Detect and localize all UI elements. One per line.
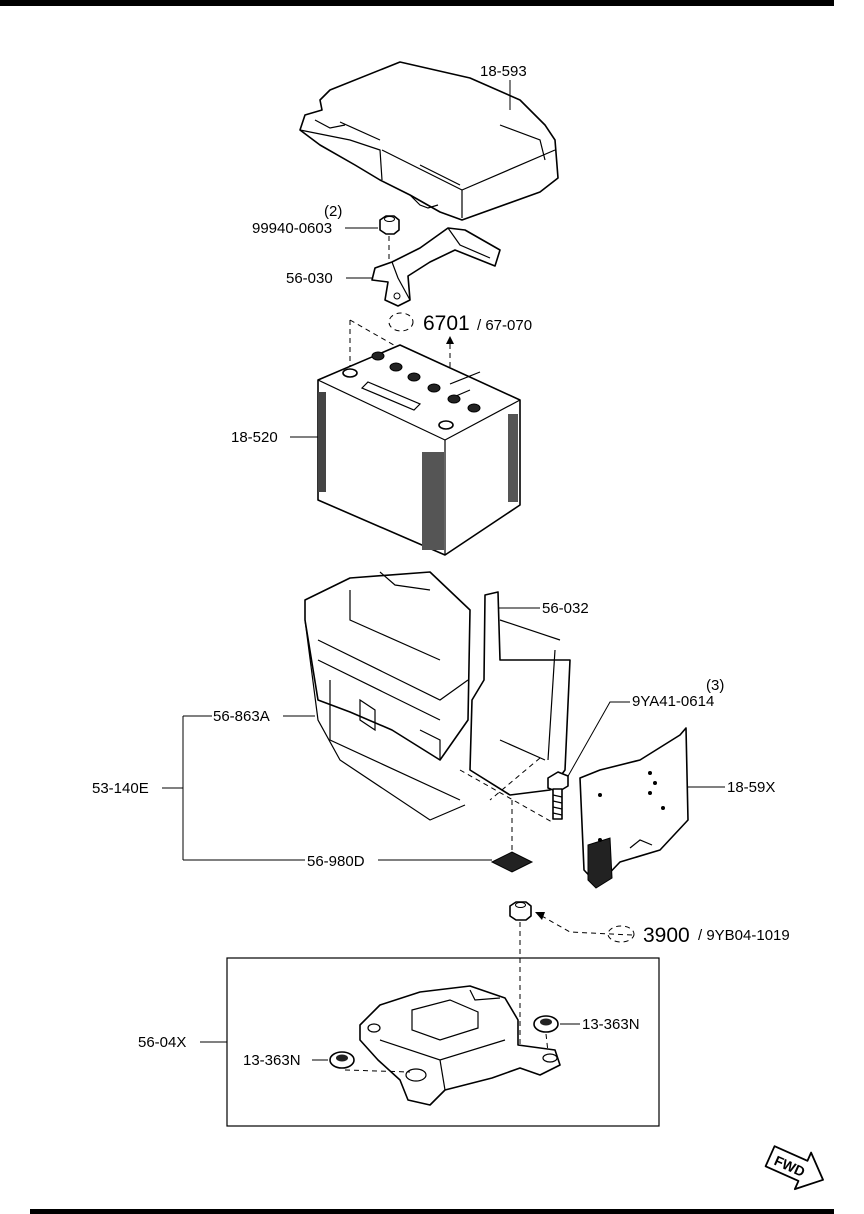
label-grommet-left: 13-363N (243, 1052, 301, 1069)
pad-part (490, 851, 534, 873)
label-bracket: 56-032 (542, 600, 589, 617)
label-cover: 18-593 (480, 63, 527, 80)
label-bolt: 9YA41-0614 (632, 693, 714, 710)
label-ref-6701-sub: / 67-070 (477, 317, 532, 334)
battery-tray-part (304, 571, 471, 821)
grommet-left-icon (329, 1051, 355, 1069)
top-border-bar (0, 0, 834, 6)
nut-icon (379, 215, 400, 235)
grommet-right-icon (533, 1015, 559, 1033)
battery-cover-part (299, 61, 559, 221)
label-base: 56-04X (138, 1034, 186, 1051)
label-bolt-qty: (3) (706, 677, 724, 694)
tray-bracket-part (469, 591, 571, 796)
bottom-border-bar (30, 1209, 834, 1214)
bolt-icon (547, 771, 569, 820)
battery-terminals (342, 351, 481, 430)
label-nut-qty: (2) (324, 203, 342, 220)
label-pad: 56-980D (307, 853, 365, 870)
label-grommet-right: 13-363N (582, 1016, 640, 1033)
reference-circle-icon (388, 312, 414, 332)
side-cover-part (579, 727, 689, 889)
clamp-part (371, 227, 501, 307)
label-tray: 56-863A (213, 708, 270, 725)
reference-circle-3900-icon (607, 925, 635, 943)
label-ref-3900: 3900 (643, 924, 690, 947)
label-nut: 99940-0603 (252, 220, 332, 237)
battery-part (317, 344, 521, 556)
label-ref-6701: 6701 (423, 312, 470, 335)
label-clamp: 56-030 (286, 270, 333, 287)
label-side-cover: 18-59X (727, 779, 775, 796)
label-ref-3900-sub: / 9YB04-1019 (698, 927, 790, 944)
base-bracket-part (359, 985, 561, 1106)
flange-nut-icon (509, 901, 532, 921)
label-assembly: 53-140E (92, 780, 149, 797)
label-battery: 18-520 (231, 429, 278, 446)
fwd-arrow-icon: FWD (764, 1145, 824, 1191)
